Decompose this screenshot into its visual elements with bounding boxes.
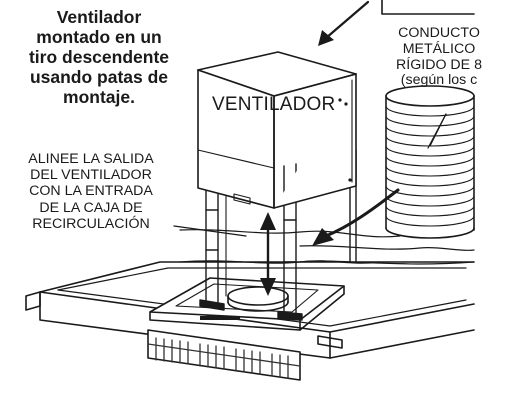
alignment-arrow [260, 212, 276, 296]
duct-coil [385, 85, 475, 239]
pointer-arrow-top [318, 0, 370, 46]
alignment-note: ALINEE LA SALIDA DEL VENTILADOR CON LA E… [28, 151, 154, 232]
pointer-arrow-curve [312, 188, 400, 246]
hood-grille [147, 329, 301, 381]
installation-diagram: Ventilador montado en un tiro descendent… [25, 0, 482, 381]
duct-leader [427, 113, 447, 149]
recirculation-box [149, 277, 345, 331]
diagram-artwork [25, 0, 475, 381]
diagram-title: Ventilador montado en un tiro descendent… [28, 7, 170, 107]
callout-box [381, 0, 475, 15]
fan-label: VENTILADOR [212, 94, 336, 115]
wall-wave-lines [179, 229, 475, 265]
mounting-legs [199, 149, 357, 321]
fan-box [197, 51, 357, 209]
align-leader [173, 225, 247, 237]
duct-note: CONDUCTO METÁLICO RÍGIDO DE 8 (según los… [396, 25, 482, 89]
